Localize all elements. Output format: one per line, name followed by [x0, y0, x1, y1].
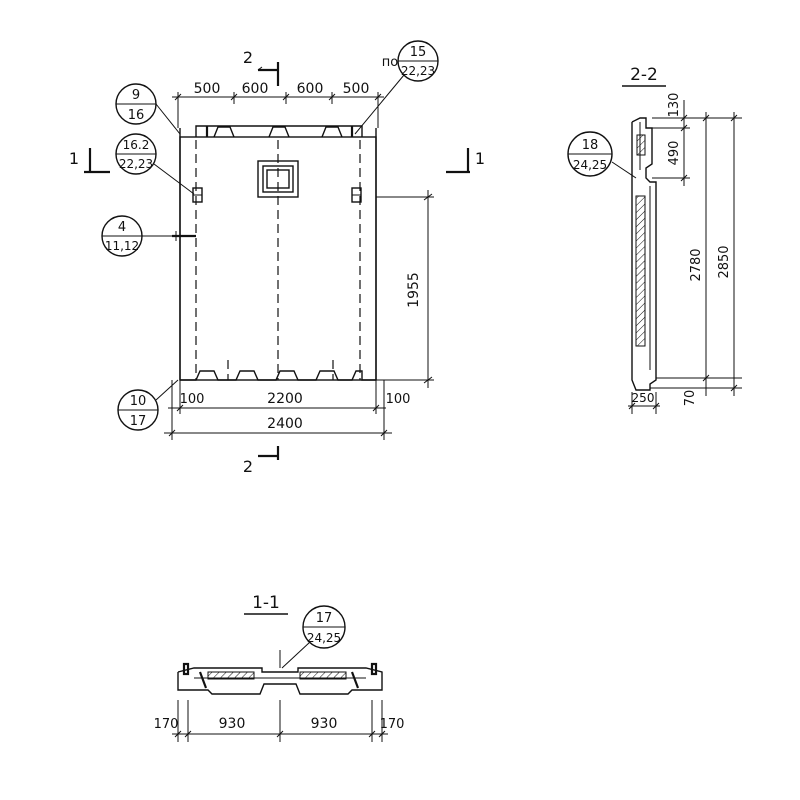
- callout-4: 4 11,12: [101, 215, 174, 257]
- dim-930-right: 930: [311, 716, 338, 732]
- cut-2-bottom: 2: [243, 446, 280, 476]
- callout-10: 10 17: [117, 379, 179, 431]
- inner-dashed-contour: [195, 140, 361, 380]
- callout-18: 18 24,25: [567, 131, 637, 179]
- bottom-key-profile: [180, 370, 376, 381]
- dim-top-3: 500: [343, 81, 370, 97]
- callout-18-bottom: 24,25: [573, 158, 607, 172]
- dim-top-2: 600: [297, 81, 324, 97]
- cut-1-right: 1: [446, 148, 485, 174]
- section-1-1: 1-1 170 930 930 170: [154, 593, 405, 742]
- callout-15: по 15 22,23: [354, 40, 439, 135]
- callout-10-bottom: 17: [130, 414, 147, 429]
- callout-18-top: 18: [582, 138, 599, 153]
- callout-15-top: 15: [410, 45, 427, 60]
- dim-2780: 2780: [689, 248, 704, 281]
- callout-9: 9 16: [115, 83, 181, 135]
- cut2-top-label: 2: [243, 48, 253, 67]
- cut-1-left: 1: [69, 148, 110, 174]
- callout-10-top: 10: [130, 394, 147, 409]
- callout-15-bottom: 22,23: [401, 64, 435, 78]
- callout-17: 17 24,25: [281, 605, 346, 669]
- section-1-1-dims: 170 930 930 170: [154, 700, 405, 742]
- callout-16-2: 16.2 22,23: [115, 133, 195, 195]
- dim-930-left: 930: [219, 716, 246, 732]
- dim-top-0: 500: [194, 81, 221, 97]
- dim-top-1: 600: [242, 81, 269, 97]
- panel-elevation: 500 600 600 500 1955 100 2200 100: [69, 40, 485, 476]
- callout-15-prefix: по: [382, 55, 398, 70]
- section-1-1-title: 1-1: [252, 593, 280, 613]
- dim-right-1955: 1955: [406, 272, 422, 308]
- dim-250: 250: [632, 391, 655, 405]
- section-2-2-profile: [631, 117, 657, 391]
- dim-70: 70: [683, 390, 698, 407]
- dim-130: 130: [667, 93, 682, 118]
- cut1-right-label: 1: [475, 149, 485, 168]
- dim-bottom-1: 2200: [267, 391, 303, 407]
- dim-top-chain: 500 600 600 500: [172, 81, 384, 128]
- dim-total: 2400: [267, 416, 303, 432]
- section-2-2-dims: 130 490 2780 2850 70 250: [628, 93, 742, 414]
- section-2-2-title: 2-2: [630, 65, 658, 85]
- embedded-box: [257, 160, 299, 198]
- cut-2-top: 2: [243, 48, 280, 86]
- cut2-bottom-label: 2: [243, 457, 253, 476]
- dim-bottom-chain: 100 2200 100 2400: [164, 380, 410, 440]
- lifting-loops: [205, 126, 354, 138]
- dim-2850: 2850: [717, 245, 732, 278]
- dim-bottom-0: 100: [180, 392, 205, 407]
- section-2-2: 2-2 130 490 2780 2850: [567, 65, 742, 414]
- callout-16-2-bottom: 22,23: [119, 157, 153, 171]
- callout-4-bottom: 11,12: [105, 239, 139, 253]
- callout-9-bottom: 16: [128, 108, 145, 123]
- cut1-left-label: 1: [69, 149, 79, 168]
- dim-170-left: 170: [154, 717, 179, 732]
- section-1-1-insulation-left: [207, 671, 255, 680]
- callout-17-bottom: 24,25: [307, 631, 341, 645]
- callout-4-top: 4: [118, 220, 126, 235]
- section-2-2-insulation: [635, 195, 646, 347]
- dim-right: 1955: [376, 190, 434, 388]
- callout-16-2-top: 16.2: [123, 138, 150, 152]
- callout-17-top: 17: [316, 611, 333, 626]
- section-1-1-profile: [177, 667, 383, 695]
- dim-bottom-2: 100: [386, 392, 411, 407]
- callout-9-top: 9: [132, 88, 140, 103]
- dim-170-right: 170: [380, 717, 405, 732]
- dim-490: 490: [667, 141, 682, 166]
- section-1-1-insulation-right: [299, 671, 347, 680]
